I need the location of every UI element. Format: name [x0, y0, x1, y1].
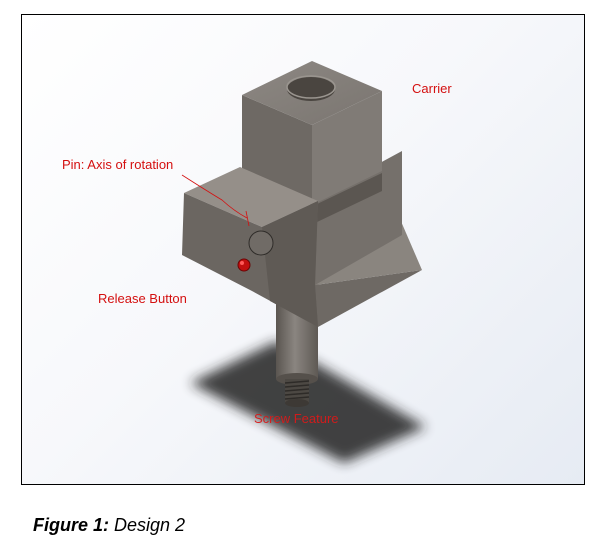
figure-frame: Carrier Pin: Axis of rotation Release Bu… — [21, 14, 585, 485]
pin-hole — [248, 230, 274, 256]
caption-label: Figure 1: — [33, 515, 110, 535]
chute-front — [315, 270, 422, 327]
release-button-label: Release Button — [98, 291, 187, 306]
screw-thread — [284, 379, 310, 407]
release-button-dot — [237, 258, 251, 272]
caption-text: Design 2 — [109, 515, 186, 535]
carrier-hole-rim — [286, 75, 336, 99]
housing-slot — [315, 173, 382, 223]
pin-leader-line — [181, 174, 248, 219]
carrier-hole — [287, 77, 335, 101]
housing-face-shade — [262, 201, 318, 327]
pin-label: Pin: Axis of rotation — [62, 157, 174, 172]
carrier-right — [312, 91, 382, 205]
screw-feature-label: Screw Feature — [254, 411, 339, 426]
figure-caption: Figure 1: Design 2 — [33, 515, 185, 536]
cad-render — [181, 61, 426, 463]
housing-top — [184, 167, 318, 227]
carrier-label: Carrier — [412, 81, 452, 96]
